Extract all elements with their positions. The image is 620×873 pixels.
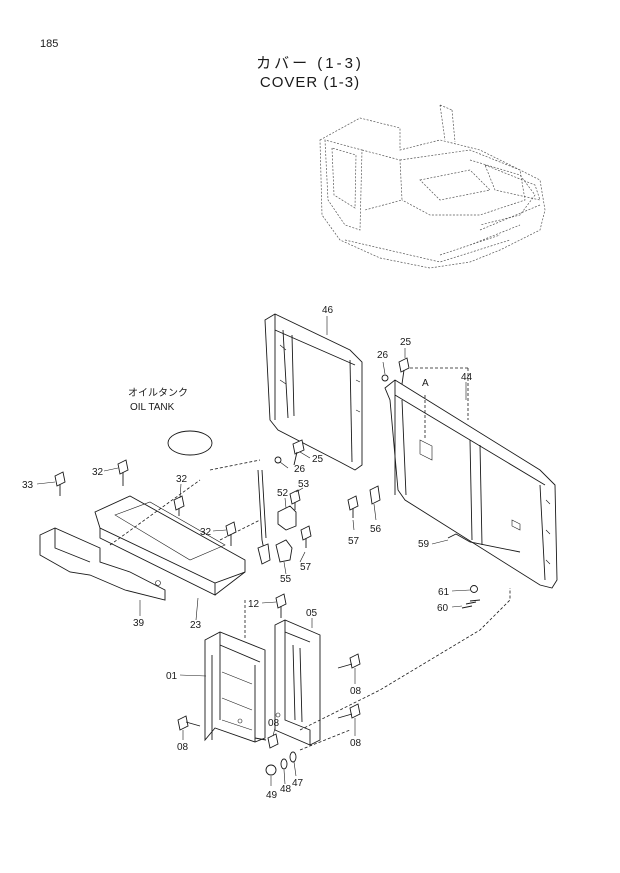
part-01-frame (204, 631, 281, 743)
oil-tank-label-japanese: オイルタンク (128, 387, 188, 399)
bolt-32-a (117, 459, 129, 486)
part-label: 26 (294, 464, 306, 475)
part-05-frame (274, 619, 321, 746)
page-number: 185 (40, 38, 59, 50)
clip-56 (369, 485, 381, 505)
part-label: 08 (177, 742, 189, 753)
bolt-25-mid (292, 439, 305, 466)
part-61-clip (470, 585, 478, 593)
bolt-25-top (398, 357, 410, 385)
part-label: 47 (292, 778, 304, 789)
oil-tank-label: OIL TANK (130, 402, 175, 413)
part-label: 32 (176, 474, 188, 485)
bolt-08-b (337, 703, 361, 719)
part-label: 01 (166, 671, 178, 682)
part-52-clip (277, 505, 297, 531)
part-label: 55 (280, 574, 292, 585)
part-label: 61 (438, 587, 450, 598)
bolt-08-c (177, 715, 201, 731)
assembly-lines (219, 519, 511, 751)
bolt-53 (289, 489, 301, 510)
part-label: 44 (461, 372, 473, 383)
part-label: 57 (348, 536, 360, 547)
part-label: 26 (377, 350, 389, 361)
part-label: 08 (350, 738, 362, 749)
part-44-rear-cover (384, 367, 558, 589)
part-label: 32 (200, 527, 212, 538)
part-stay-rod (257, 469, 271, 565)
part-39-plate (39, 527, 166, 601)
bolt-33 (54, 471, 66, 496)
part-label: 52 (277, 488, 289, 499)
nut-49 (265, 764, 277, 776)
washer-26-mid (274, 456, 282, 464)
part-label: 59 (418, 539, 430, 550)
part-label: 25 (312, 454, 324, 465)
part-55-clip (275, 539, 293, 563)
bolt-12 (275, 593, 287, 618)
part-59-rod (447, 533, 521, 553)
washer-47 (289, 751, 297, 763)
part-label: 08 (350, 686, 362, 697)
part-label: 48 (280, 784, 292, 795)
part-label: 12 (248, 599, 260, 610)
part-46-side-panel (264, 313, 363, 471)
view-marker: A (422, 378, 429, 389)
bolt-08-a (337, 653, 361, 669)
part-label: 57 (300, 562, 312, 573)
washer-26-top (381, 374, 389, 382)
part-label: 05 (306, 608, 318, 619)
part-label: 25 (400, 337, 412, 348)
bolt-32-c (225, 521, 237, 546)
part-60-chain (461, 599, 481, 609)
part-label: 56 (370, 524, 382, 535)
part-label: 23 (190, 620, 202, 631)
page-title: COVER (1-3) (259, 74, 361, 91)
part-label: 32 (92, 467, 104, 478)
part-label: 60 (437, 603, 449, 614)
leader-lines (36, 316, 471, 786)
bolt-08-d (254, 733, 279, 749)
part-label: 46 (322, 305, 334, 316)
excavator-overview-illustration (319, 104, 546, 269)
bolt-32-b (173, 495, 185, 516)
bolt-57-b (300, 525, 312, 548)
part-label: 49 (266, 790, 278, 801)
washer-48 (280, 758, 288, 770)
part-23-bracket (94, 479, 246, 596)
oil-tank-cap (167, 430, 261, 471)
bolt-57-a (347, 495, 359, 518)
part-label: 39 (133, 618, 145, 629)
part-label: 08 (268, 718, 280, 729)
part-label: 33 (22, 480, 34, 491)
page-title-japanese: カバー (1-3) (256, 55, 364, 72)
part-label: 53 (298, 479, 310, 490)
